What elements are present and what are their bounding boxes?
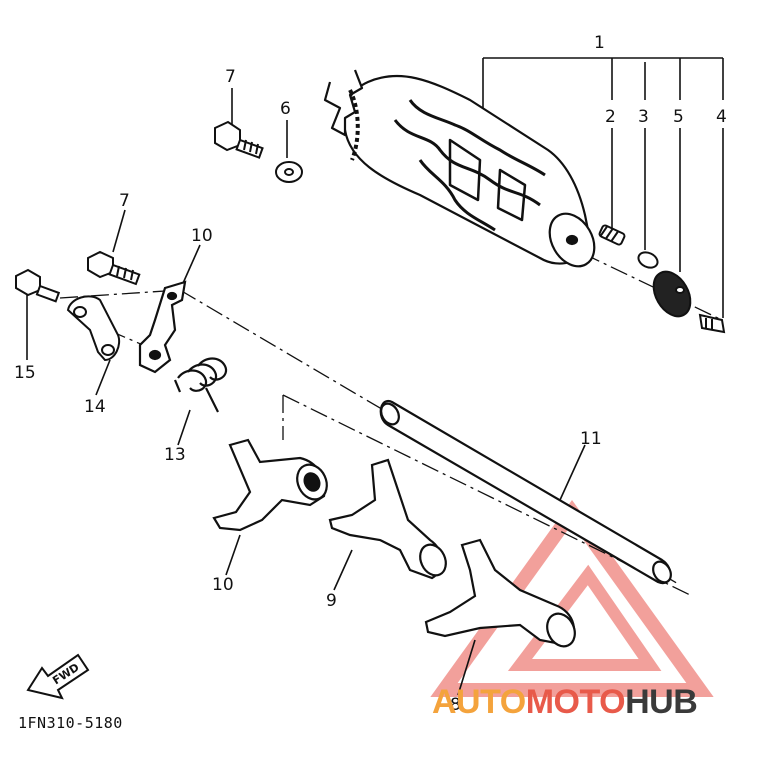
callout-5: 5 <box>673 107 684 127</box>
drawing-code: 1FN310-5180 <box>18 714 123 732</box>
shift-rod-11 <box>379 399 672 585</box>
shift-fork-8 <box>424 538 576 648</box>
callout-7-lower: 7 <box>119 191 130 211</box>
callout-14: 14 <box>84 397 106 417</box>
callout-10: 10 <box>212 575 234 595</box>
bolt-15 <box>15 268 61 303</box>
shift-fork-9 <box>328 458 447 580</box>
fwd-arrow: FWD <box>26 653 90 700</box>
watermark-logo: AUTOMOTOHUB <box>432 683 698 722</box>
callout-7-upper: 7 <box>225 67 236 87</box>
callout-2: 2 <box>605 107 616 127</box>
stopper-lever-14 <box>66 295 121 362</box>
callout-12: 10 <box>191 226 213 246</box>
watermark-part-hub: HUB <box>625 683 698 721</box>
callout-1: 1 <box>594 33 605 53</box>
callout-3: 3 <box>638 107 649 127</box>
callout-6: 6 <box>280 99 291 119</box>
callout-15: 15 <box>14 363 36 383</box>
shift-lever-12 <box>138 280 187 374</box>
bolt-7-lower <box>87 250 141 286</box>
watermark-part-moto: MOTO <box>525 683 626 721</box>
shift-fork-10 <box>212 438 328 532</box>
callout-4: 4 <box>716 107 727 127</box>
shift-drum <box>323 69 596 268</box>
leader-lines <box>26 57 724 696</box>
watermark-part-auto: AUTO <box>432 683 526 721</box>
callout-9: 9 <box>326 591 337 611</box>
spring-13 <box>173 357 228 413</box>
callout-numbers: 1 2 3 5 4 6 7 7 10 15 14 13 11 10 9 8 <box>14 33 727 715</box>
drum-small-parts <box>598 224 726 334</box>
callout-13: 13 <box>164 445 186 465</box>
washer-6 <box>275 161 303 183</box>
bolt-7-upper <box>214 120 264 159</box>
callout-11: 11 <box>580 429 602 449</box>
callout-8: 8 <box>450 695 461 715</box>
